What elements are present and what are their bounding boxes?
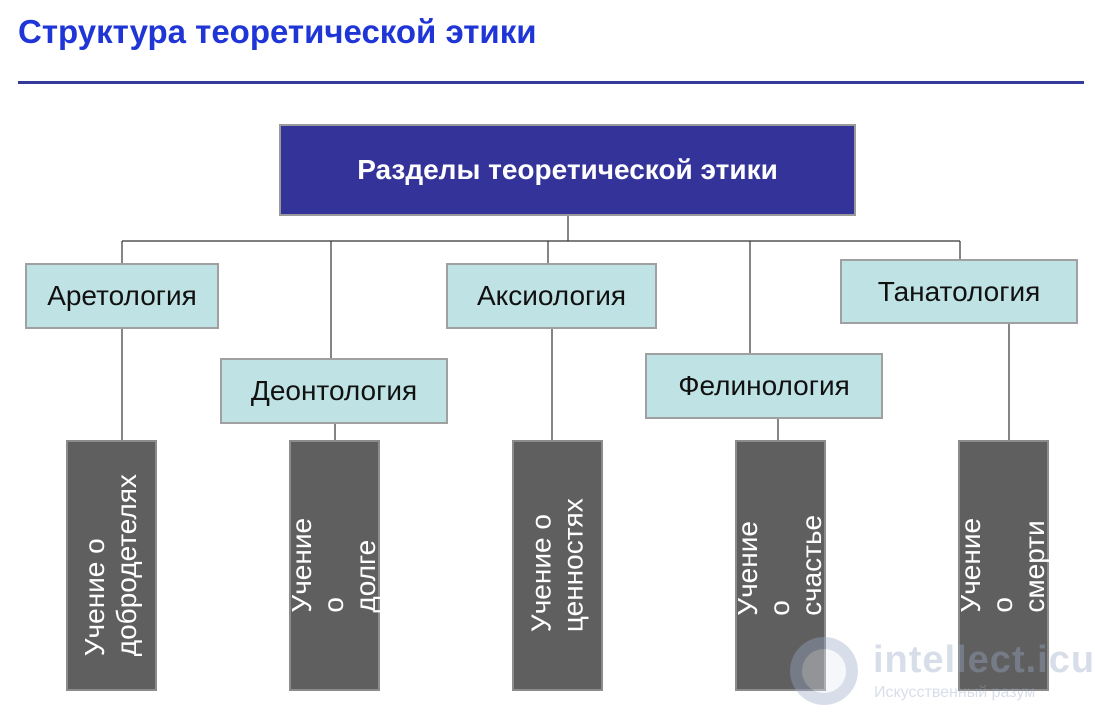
leaf-node-label: Учение о долге [286, 518, 382, 613]
branch-node-label: Танатология [877, 275, 1041, 307]
branch-node-label: Аксиология [476, 280, 627, 311]
leaf-node-deontology: Учение о долге [286, 440, 382, 691]
leaf-node-label: Учение о смерти [955, 518, 1051, 613]
root-node-label: Разделы теоретической этики [357, 154, 778, 185]
branch-node-label: Фелинология [678, 370, 850, 401]
leaf-node-aretology: Учение о добродетелях [66, 440, 157, 691]
leaf-node-thanatology: Учение о смерти [955, 440, 1051, 691]
leaf-node-axiology: Учение о ценностях [512, 440, 603, 691]
leaf-node-label: Учение о добродетелях [79, 474, 143, 657]
title-divider [18, 81, 1084, 84]
root-node: Разделы теоретической этики [279, 124, 856, 216]
branch-node-deontology: Деонтология [220, 358, 448, 424]
branch-node-felinology: Фелинология [645, 353, 883, 419]
branch-node-label: Деонтология [250, 375, 418, 406]
leaf-node-felinology: Учение о счастье [732, 440, 828, 691]
branch-node-axiology: Аксиология [446, 263, 657, 329]
branch-node-label: Аретология [47, 280, 197, 311]
page-title: Структура теоретической этики [18, 13, 537, 50]
leaf-node-label: Учение о ценностях [525, 498, 589, 633]
leaf-node-label: Учение о счастье [732, 515, 828, 616]
branch-node-aretology: Аретология [25, 263, 219, 329]
branch-node-thanatology: Танатология [840, 259, 1078, 324]
